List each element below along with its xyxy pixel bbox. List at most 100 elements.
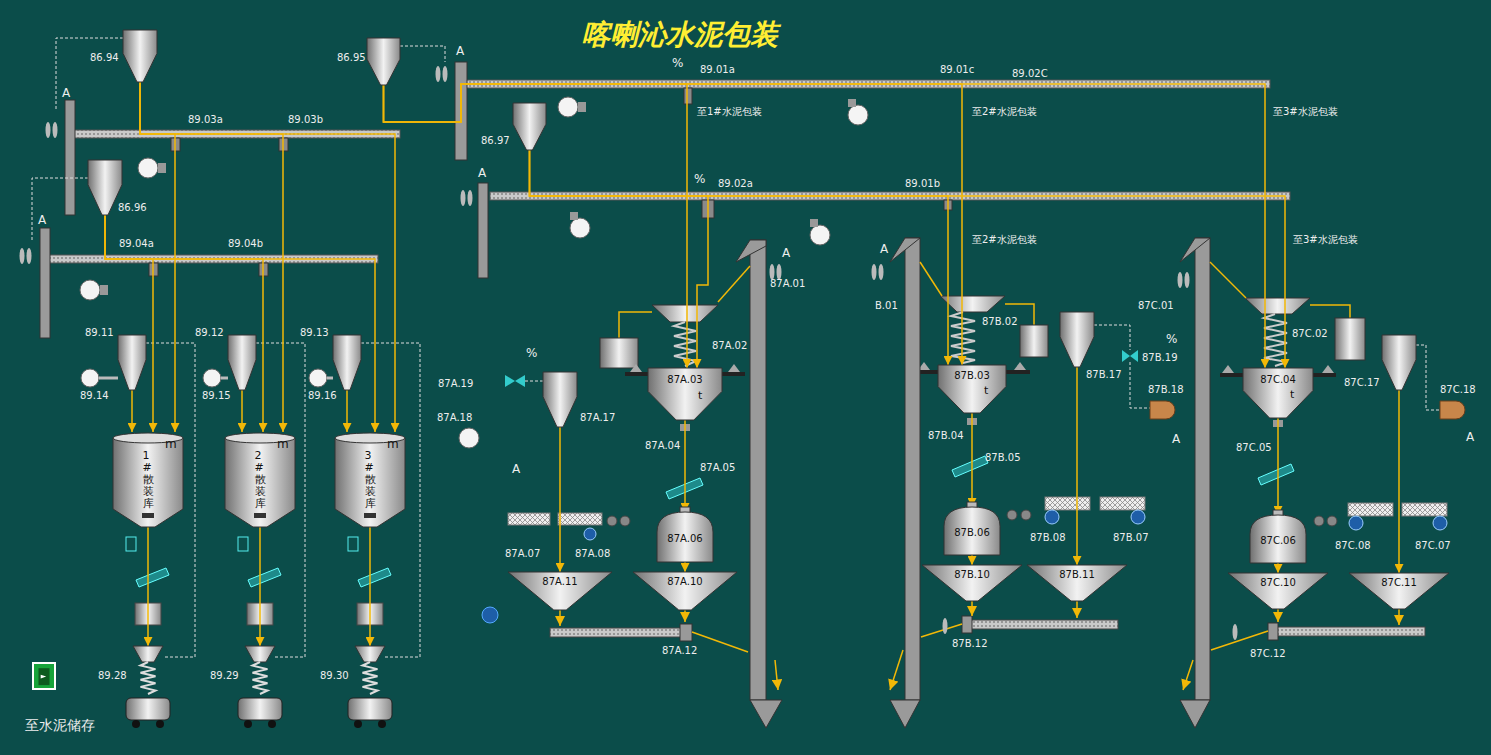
silo-node: 87A.17 [543, 372, 577, 427]
packer-node: 87B.06 [944, 507, 1000, 555]
drive-icon [461, 190, 466, 206]
valve [1122, 350, 1130, 362]
callout-number: 87C.07 [1415, 540, 1451, 552]
flow-arrow [105, 215, 153, 432]
equipment-label: 87A.10 [667, 576, 702, 588]
loader-funnel [133, 646, 163, 662]
callout-number: 89.15 [202, 390, 231, 402]
loader-funnel [245, 646, 275, 662]
flow-line [971, 601, 973, 616]
elevator-head [736, 240, 766, 262]
screw-feeder [358, 568, 391, 587]
callout-number: B.01 [875, 300, 898, 312]
flow-arrow [147, 527, 149, 646]
screw-conveyor [1275, 627, 1425, 636]
flow-line [1211, 631, 1268, 650]
silo-node: 86.96 [88, 160, 122, 215]
callout-number: 至3#水泥包装 [1273, 106, 1338, 118]
drive-icon [1178, 272, 1183, 288]
callout-number: A [1466, 430, 1474, 444]
callout-number: 至2#水泥包装 [972, 234, 1037, 246]
pump [1150, 401, 1175, 419]
tag-label: 89.29 [210, 670, 239, 682]
motor [309, 369, 327, 387]
bin-outline [113, 438, 183, 527]
callout-number: A [38, 213, 46, 227]
callout-number: 87C.18 [1440, 384, 1476, 396]
flow-line [1310, 305, 1350, 318]
flow-arrow [259, 527, 261, 646]
silo-shape [118, 335, 146, 390]
callout-number: 87C.08 [1335, 540, 1371, 552]
hopper-node: 87C.04t [1243, 368, 1313, 418]
packer-outline [1250, 515, 1306, 563]
belt [1100, 497, 1145, 510]
flow-line [718, 266, 750, 302]
bin-icon [364, 513, 376, 518]
flow-line [775, 660, 778, 690]
dashed-pipe [400, 46, 445, 62]
silo-outline [1060, 312, 1094, 367]
callout-number: 87B.04 [928, 430, 964, 442]
flow-line [692, 632, 748, 652]
flow-line [1210, 262, 1246, 298]
flow-line [1183, 660, 1193, 690]
flow-arrow [1398, 390, 1400, 573]
callout-number: A [62, 86, 70, 100]
bin-node: m3#散装库 [335, 432, 405, 527]
callout-number: 89.16 [308, 390, 337, 402]
callout-number: 87B.08 [1030, 532, 1066, 544]
flow-arrow [559, 427, 561, 572]
flow-line [1398, 609, 1400, 625]
drive-icon [1233, 624, 1238, 640]
motor-shaft [99, 377, 118, 380]
valve [505, 375, 515, 387]
drive-icon [20, 248, 25, 264]
bucket-elevator [905, 238, 920, 700]
spring [674, 322, 696, 366]
callout-number: 87B.05 [985, 452, 1021, 464]
truck [348, 698, 392, 720]
packer-outline [944, 507, 1000, 555]
motor [138, 158, 158, 178]
callout-number: 89.01c [940, 64, 974, 76]
motor-shaft [327, 377, 333, 380]
callout-number: 89.03b [288, 114, 323, 126]
callout-number: A [512, 462, 520, 476]
flow-line [1277, 609, 1279, 622]
wheel [584, 528, 596, 540]
packer-node: 87C.06 [1250, 515, 1306, 563]
flow-arrow [1277, 418, 1279, 515]
tag-label: 89.12 [195, 327, 224, 339]
funnel-node: 87C.11 [1349, 573, 1449, 609]
callout-number: 至3#水泥包装 [1293, 234, 1358, 246]
tag-label: 87C.17 [1344, 377, 1380, 389]
dashed-pipe [56, 38, 123, 110]
wheel [132, 720, 140, 728]
callout-number: A [1172, 432, 1180, 446]
screw-feeder [248, 568, 281, 587]
exit-shape [33, 663, 55, 689]
flow-arrow [105, 215, 263, 432]
motor [558, 97, 578, 117]
bucket-elevator [65, 100, 75, 215]
vertical-name: 3#散装库 [365, 450, 376, 510]
funnel-node: 87B.11 [1027, 565, 1127, 601]
flow-arrow [971, 555, 973, 565]
loader-node: 89.30 [355, 646, 385, 694]
packer-outline [657, 512, 713, 562]
callout-number: 87C.05 [1236, 442, 1272, 454]
silo-shape [513, 103, 546, 150]
motor [459, 428, 479, 448]
bin-icon [254, 513, 266, 518]
drive-icon [27, 248, 32, 264]
flow-arrow [971, 413, 973, 507]
silo-node: 89.12 [228, 335, 256, 390]
silo-node: 86.95 [367, 38, 400, 85]
motor-drive [100, 285, 108, 295]
callout-number: A [456, 44, 464, 58]
flow-arrow [684, 420, 686, 512]
callout-number: % [672, 56, 683, 70]
silo-shape [123, 30, 157, 82]
tag-label: 87A.17 [580, 412, 615, 424]
